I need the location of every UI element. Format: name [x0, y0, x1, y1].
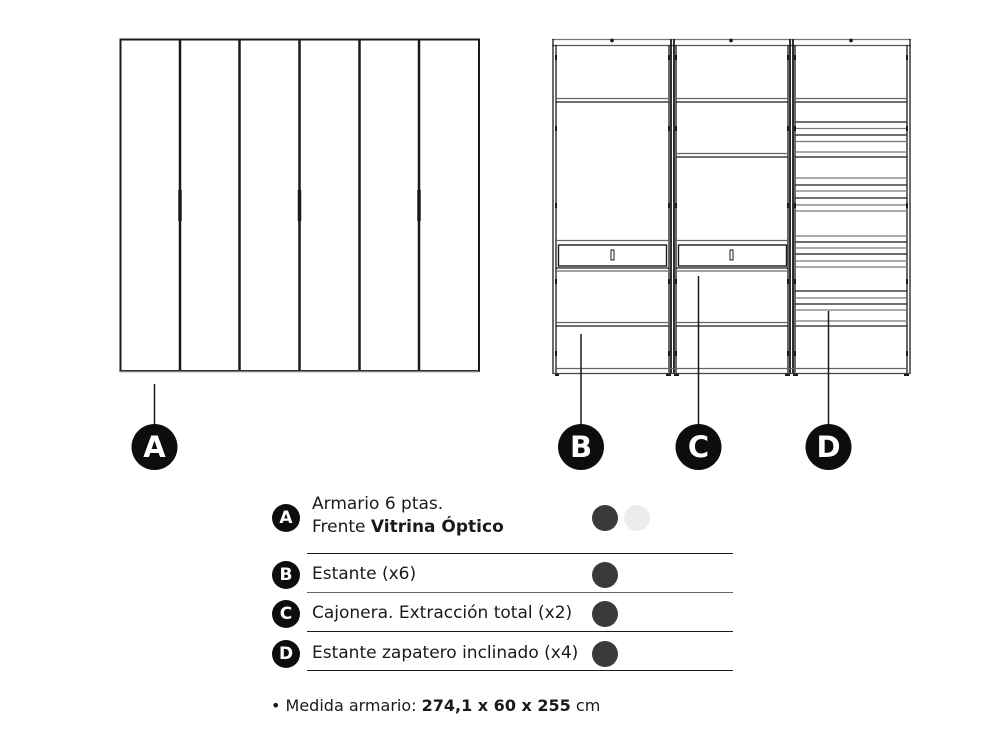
callout-a: A [131, 384, 178, 470]
color-swatches-d [592, 641, 618, 667]
module-3-shoe-shelves [795, 97, 907, 327]
legend-item-a: A Armario 6 ptas. Frente Vitrina Óptico [272, 490, 734, 546]
legend-divider [307, 592, 733, 593]
front-view-doors [119, 38, 480, 373]
swatch-dark [592, 505, 618, 531]
bullet: • [271, 696, 281, 715]
svg-text:C: C [688, 430, 709, 464]
color-swatches-a [592, 505, 650, 531]
callout-b: B [558, 334, 604, 470]
module-1 [556, 97, 669, 327]
wardrobe-dimensions: • Medida armario: 274,1 x 60 x 255 cm [271, 696, 600, 715]
legend-line2-a: Frente Vitrina Óptico [312, 517, 504, 537]
legend-text-b: Estante (x6) [312, 564, 417, 584]
legend-badge-d: D [272, 640, 300, 668]
module-2 [676, 97, 788, 327]
shelf-pins [555, 55, 909, 376]
swatch-light [624, 505, 650, 531]
legend-text-d: Estante zapatero inclinado (x4) [312, 643, 579, 663]
legend-text-a: Armario 6 ptas. Frente Vitrina Óptico [312, 493, 504, 539]
dimensions-value: 274,1 x 60 x 255 [421, 696, 571, 715]
legend-badge-c: C [272, 600, 300, 628]
legend-divider [307, 670, 733, 671]
color-swatches-b [592, 562, 618, 588]
legend-item-b: B Estante (x6) [272, 560, 734, 590]
svg-text:D: D [816, 430, 840, 464]
dimensions-label: Medida armario: [285, 696, 422, 715]
legend-item-d: D Estante zapatero inclinado (x4) [272, 639, 734, 669]
legend-text-c: Cajonera. Extracción total (x2) [312, 603, 573, 623]
swatch-dark [592, 601, 618, 627]
callout-c: C [675, 276, 722, 470]
legend-line1-a: Armario 6 ptas. [312, 494, 444, 514]
color-swatches-c [592, 601, 618, 627]
legend-divider [307, 553, 733, 554]
svg-text:B: B [570, 430, 592, 464]
legend-badge-b: B [272, 561, 300, 589]
legend-item-c: C Cajonera. Extracción total (x2) [272, 599, 734, 629]
legend-divider [307, 631, 733, 632]
callout-d: D [805, 311, 852, 470]
wardrobe-technical-drawing: A B C D [119, 38, 911, 470]
swatch-dark [592, 641, 618, 667]
legend-badge-a: A [272, 504, 300, 532]
dimensions-unit: cm [570, 696, 601, 715]
swatch-dark [592, 562, 618, 588]
svg-text:A: A [143, 430, 166, 464]
interior-view [552, 38, 911, 376]
